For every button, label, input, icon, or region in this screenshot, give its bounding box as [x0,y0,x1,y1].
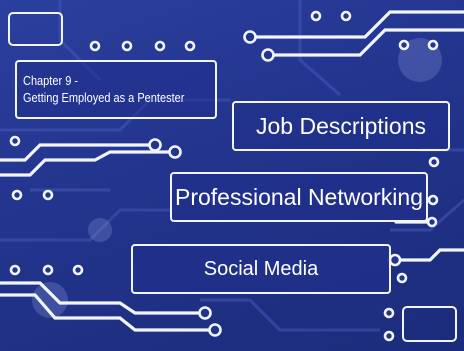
topic-label: Professional Networking [174,183,423,210]
circuit-square-bottom-right [402,306,457,342]
topic-label: Social Media [203,257,319,280]
topic-box-social-media: Social Media [131,244,391,294]
chapter-title-box: Chapter 9 - Getting Employed as a Pentes… [15,60,217,119]
chapter-number-label: Chapter 9 - [23,73,79,88]
circuit-square-top-left [8,12,63,46]
topic-label: Job Descriptions [255,112,427,139]
chapter-title-label: Getting Employed as a Pentester [23,90,185,105]
topic-box-professional-networking: Professional Networking [170,172,428,222]
topic-box-job-descriptions: Job Descriptions [232,101,450,151]
